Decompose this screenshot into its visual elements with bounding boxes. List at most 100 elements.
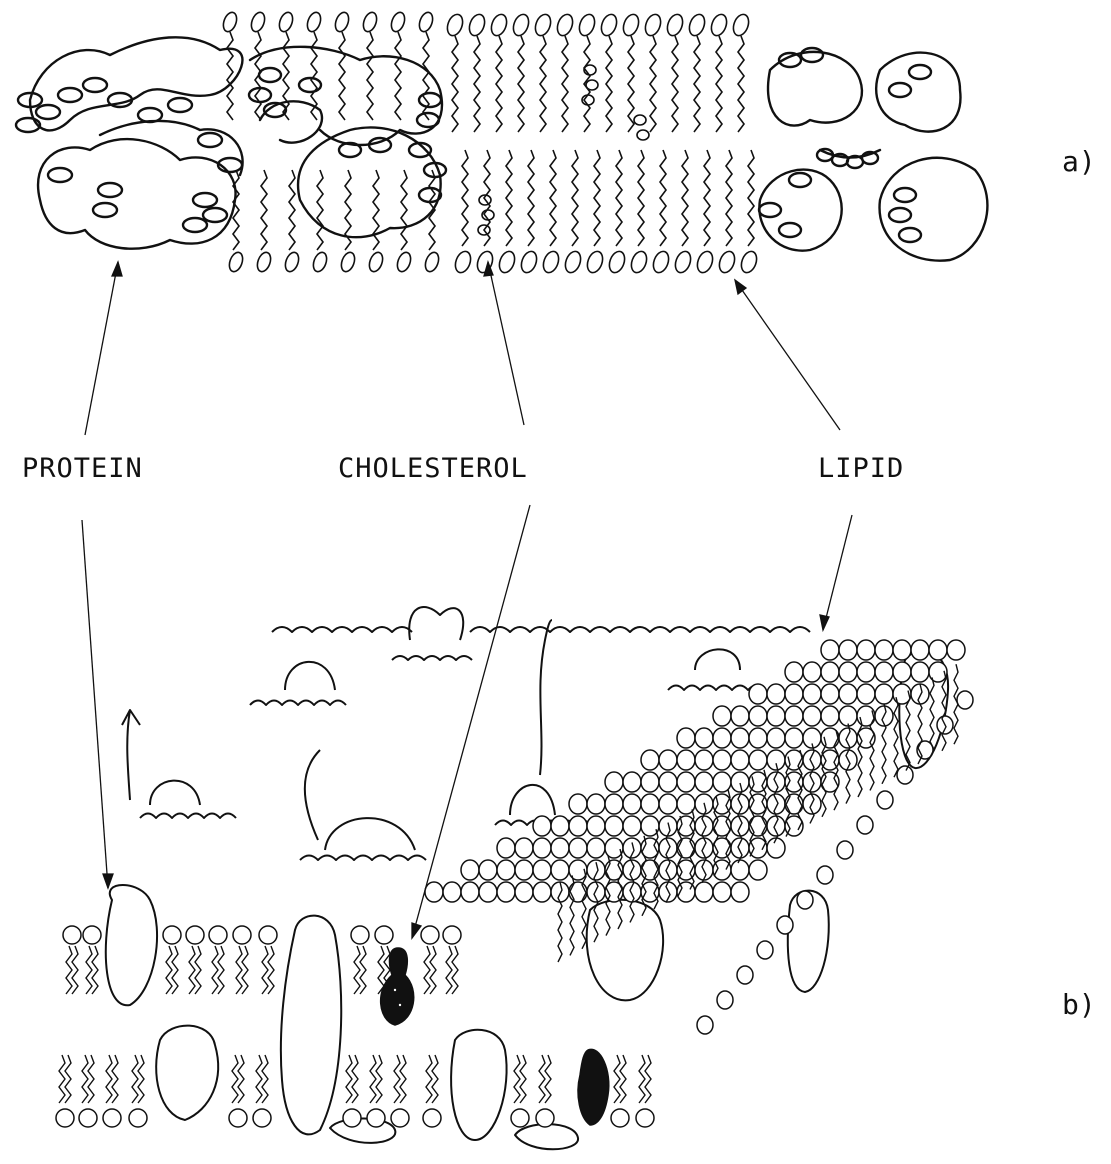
lipid-head <box>695 728 713 748</box>
lipid-head <box>857 816 873 834</box>
lipid-head <box>803 750 821 770</box>
lipid-head <box>875 640 893 660</box>
lipid-head <box>395 251 413 274</box>
scallop <box>250 701 346 706</box>
surface-scallop-top <box>272 627 810 632</box>
lipid-head <box>533 838 551 858</box>
protein-coil <box>899 228 921 242</box>
lipid-head <box>551 860 569 880</box>
lipid-head <box>587 838 605 858</box>
lipid-head <box>641 772 659 792</box>
lipid-head <box>695 816 713 836</box>
protein-coil <box>93 203 117 217</box>
lipid-tail <box>430 946 436 994</box>
lipid-head <box>311 251 329 274</box>
lipid-tail <box>261 170 267 250</box>
lipid-head <box>221 11 239 34</box>
lipid-head <box>227 251 245 274</box>
lipid-head <box>677 728 695 748</box>
lipid-tail <box>528 150 534 246</box>
lipid-head <box>911 640 929 660</box>
lipid-label: LIPID <box>818 453 904 484</box>
protein-coil <box>198 133 222 147</box>
integral-protein <box>106 885 157 1005</box>
lipid-head <box>731 772 749 792</box>
lipid-head <box>659 816 677 836</box>
lipid-head <box>79 1109 97 1127</box>
lipid-head <box>803 772 821 792</box>
arrowhead <box>103 874 113 888</box>
protein-chain-right-4 <box>759 170 841 251</box>
lipid-head <box>461 882 479 902</box>
lipid-tail <box>424 946 430 994</box>
lipid-head <box>673 249 694 274</box>
lipid-head <box>717 249 738 274</box>
carbohydrate-chain <box>540 620 552 775</box>
lipid-tail <box>373 170 379 250</box>
lipid-tail <box>562 36 568 132</box>
speck <box>399 1004 401 1006</box>
lipid-head <box>209 926 227 944</box>
lipid-head <box>785 706 803 726</box>
lipid-tail <box>360 946 366 994</box>
lipid-head <box>511 12 532 37</box>
protein-coil <box>203 208 227 222</box>
lipid-head <box>797 891 813 909</box>
protein-coil <box>183 218 207 232</box>
lipid-head <box>875 662 893 682</box>
protein-coil <box>801 48 823 62</box>
lipid-tails-panel-a <box>221 11 759 275</box>
lipid-head <box>305 11 323 34</box>
lipid-tail <box>432 1055 438 1103</box>
lipid-head <box>767 706 785 726</box>
lipid-tail <box>166 946 172 994</box>
lipid-tail <box>584 36 590 132</box>
lipid-head <box>599 12 620 37</box>
lipid-head <box>536 1109 554 1127</box>
lipid-tail <box>354 946 360 994</box>
lipid-head <box>229 1109 247 1127</box>
lipid-head <box>737 966 753 984</box>
surface-protein-scallop <box>392 656 472 660</box>
lipid-tail <box>545 1055 551 1103</box>
lipid-head <box>453 249 474 274</box>
lipid-tail <box>112 1055 118 1103</box>
lipid-tail <box>628 36 634 132</box>
cholesterol-bead <box>637 130 649 140</box>
lipid-head <box>351 926 369 944</box>
integral-protein <box>156 1026 218 1120</box>
surface-protein-flat <box>515 1124 578 1149</box>
lipid-head <box>623 772 641 792</box>
lipid-head <box>857 640 875 660</box>
lipid-head <box>665 12 686 37</box>
lipid-tail <box>474 36 480 132</box>
lipid-head <box>929 640 947 660</box>
lipid-head <box>731 12 752 37</box>
protein-coil <box>909 65 931 79</box>
part-label-b: b) <box>1062 988 1096 1021</box>
lipid-head <box>659 860 677 880</box>
speck <box>394 989 396 991</box>
leader-lines <box>82 262 852 938</box>
lipid-head <box>569 816 587 836</box>
lipid-head <box>343 1109 361 1127</box>
lipid-tail <box>582 869 586 949</box>
lipid-head <box>839 640 857 660</box>
lipid-head <box>445 12 466 37</box>
lipid-tail <box>236 946 242 994</box>
lipid-head <box>803 684 821 704</box>
lipid-head <box>533 882 551 902</box>
lipid-tail <box>339 32 345 120</box>
arrowhead <box>112 262 122 276</box>
lipid-head <box>443 882 461 902</box>
protein-hump <box>695 649 740 670</box>
lipid-head <box>425 882 443 902</box>
cholesterol-leader-a <box>488 262 524 425</box>
lipid-tail <box>238 1055 244 1103</box>
lipid-head <box>83 926 101 944</box>
protein-coil <box>83 78 107 92</box>
lipid-head <box>563 249 584 274</box>
lipid-tail <box>352 1055 358 1103</box>
lipid-tail <box>572 150 578 246</box>
lipid-head <box>749 750 767 770</box>
